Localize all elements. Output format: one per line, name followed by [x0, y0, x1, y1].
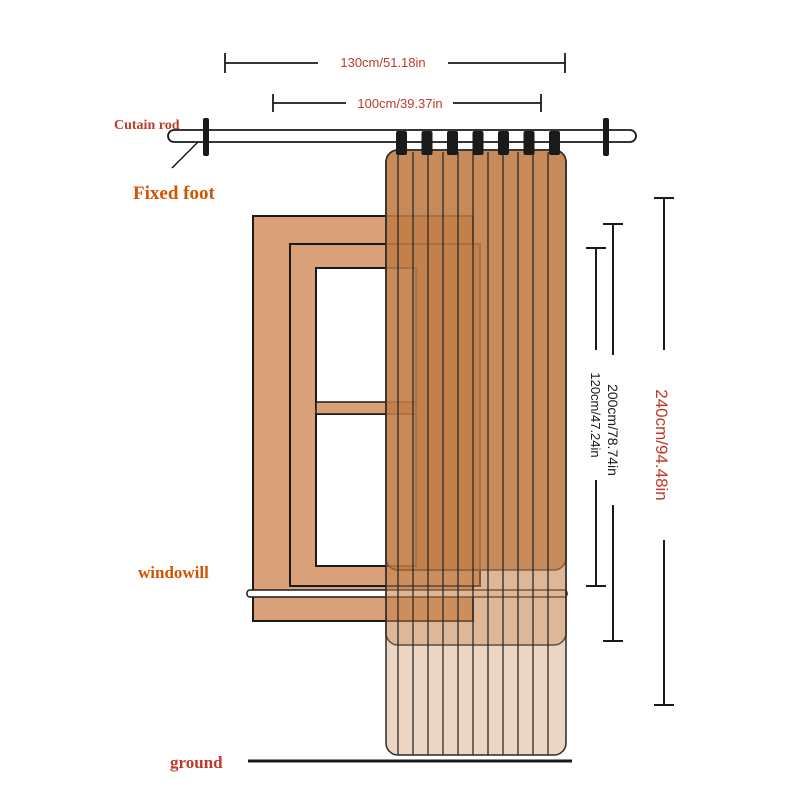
curtain-tabs	[396, 131, 560, 155]
curtain-tab	[447, 131, 458, 155]
height-120-label: 120cm/47.24in	[588, 372, 603, 457]
curtain-tab	[396, 131, 407, 155]
dimension-curtain-width: 100cm/39.37in	[272, 94, 542, 112]
curtain-panel	[385, 149, 567, 756]
curtain-tab	[498, 131, 509, 155]
fixed-foot-left	[203, 118, 209, 156]
fixed-foot-label: Fixed foot	[133, 183, 215, 204]
curtain-width-label: 100cm/39.37in	[357, 96, 442, 111]
curtain-tab	[472, 131, 484, 155]
curtain-tab	[549, 131, 560, 155]
dimension-rod-length: 130cm/51.18in	[224, 53, 566, 73]
dimension-height-240: 240cm/94.48in	[652, 197, 674, 706]
window-sill-label: windowill	[138, 563, 209, 582]
ground-label: ground	[170, 753, 223, 772]
window-sill	[246, 589, 568, 598]
height-200-label: 200cm/78.74in	[605, 384, 621, 476]
height-240-label: 240cm/94.48in	[652, 389, 671, 501]
curtain-tab	[523, 131, 535, 155]
fixed-foot-right	[603, 118, 609, 156]
rod-pointer	[171, 141, 199, 169]
rod-length-label: 130cm/51.18in	[340, 55, 425, 70]
rod-label: Cutain rod	[114, 118, 180, 133]
dimension-height-200: 200cm/78.74in	[603, 223, 623, 642]
dimension-height-120: 120cm/47.24in	[586, 247, 606, 587]
curtain-tab	[421, 131, 433, 155]
